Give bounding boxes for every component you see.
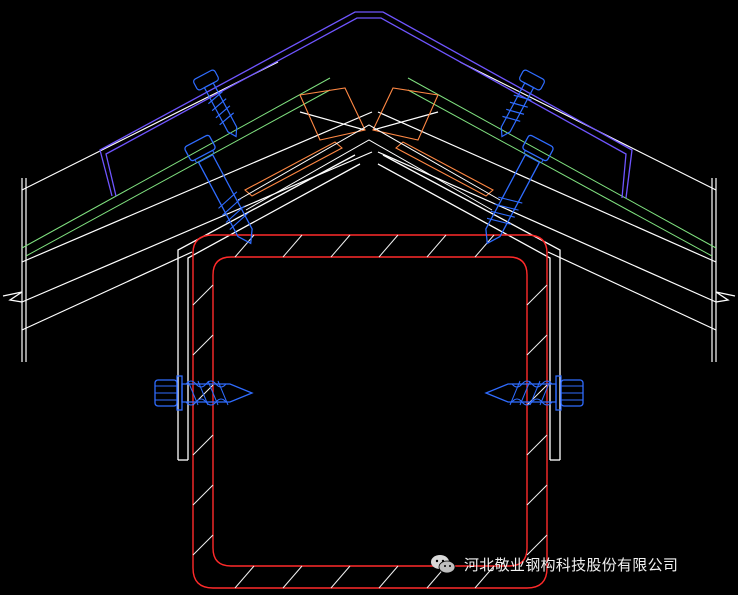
break-line-right [715,291,736,303]
insulation-layer [21,77,717,257]
screw-left-top [193,69,238,138]
ridge-support-lines [237,124,501,211]
square-steel-tube [192,234,548,589]
screw-left-horizontal [154,375,253,411]
break-line-left [2,291,23,303]
angle-bracket-right [377,154,561,461]
ridge-closure-right [372,87,494,197]
screw-right-horizontal [485,375,584,411]
roof-panel-left [21,61,373,362]
angle-bracket-left [177,154,361,461]
watermark: 河北敬业钢构科技股份有限公司 [430,552,678,576]
tube-wall-hatch [192,234,548,589]
ridge-flashing [99,11,633,199]
roof-panel-right [372,61,717,362]
screw-right-top [500,69,545,138]
wechat-icon [431,555,456,574]
company-watermark-text: 河北敬业钢构科技股份有限公司 [464,555,679,574]
ridge-closure-left [244,87,366,197]
